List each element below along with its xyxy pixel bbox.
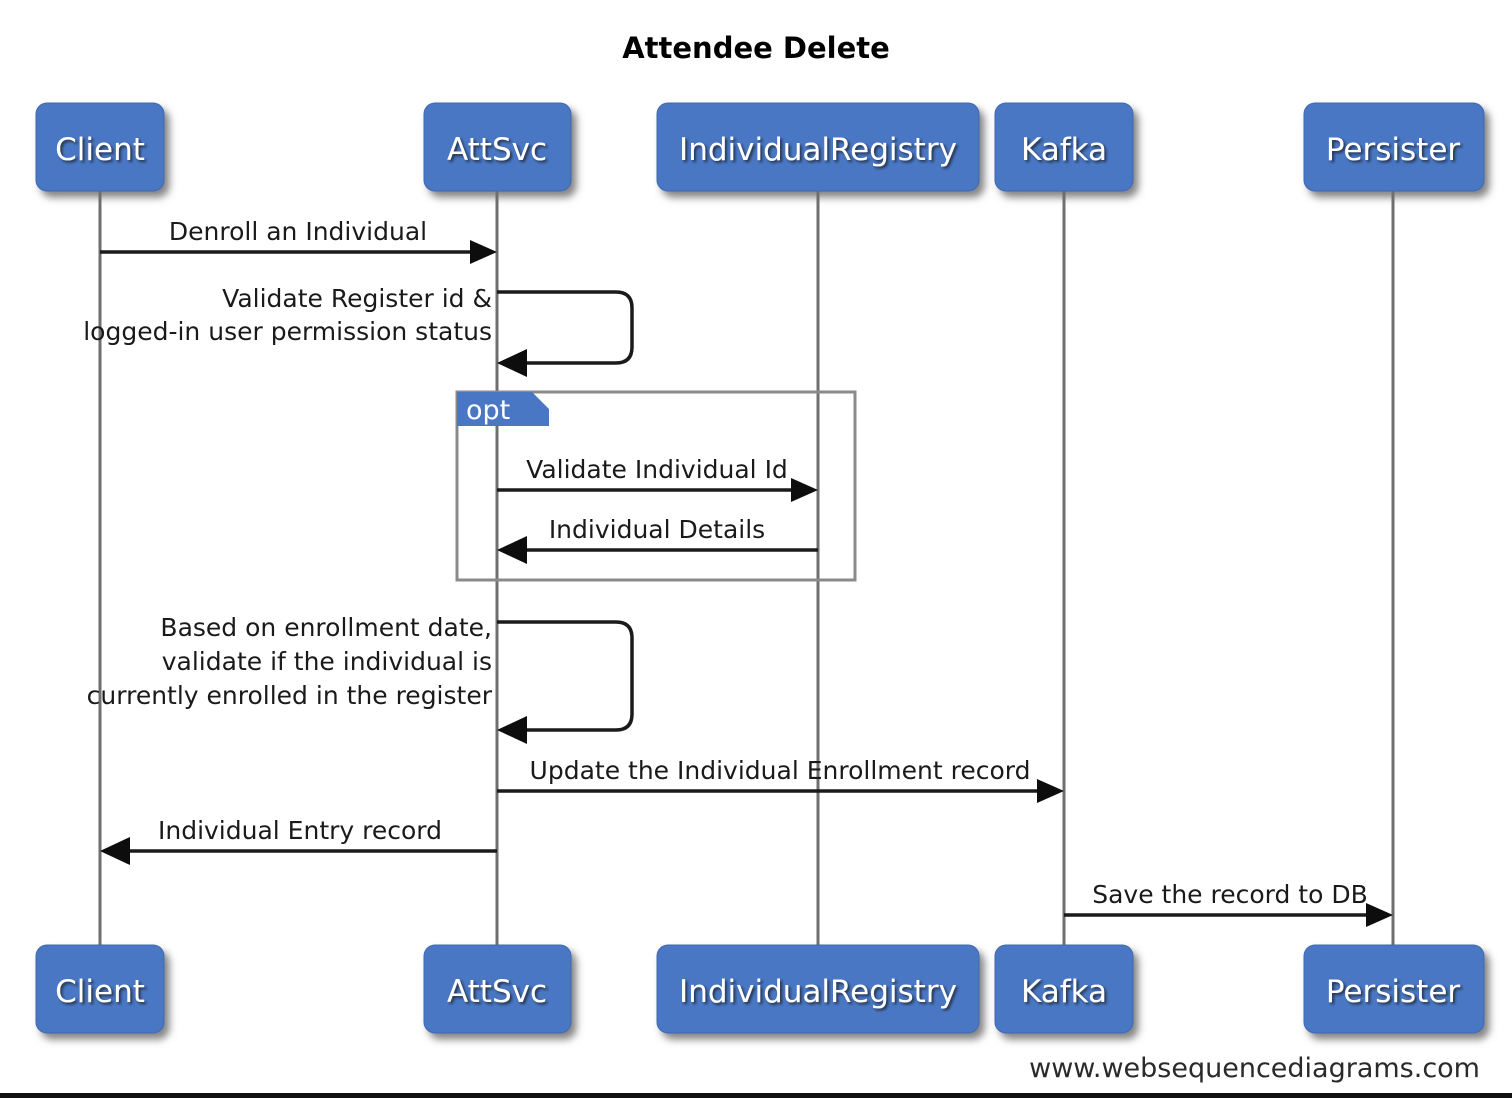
lifelines-group	[98, 191, 1395, 945]
message-label: Denroll an Individual	[169, 217, 427, 246]
participant-attsvc-bottom[interactable]: AttSvc	[423, 944, 572, 1034]
message-label-line-1: Based on enrollment date,	[160, 613, 492, 642]
page-title: Attendee Delete	[622, 31, 890, 65]
participant-persister-top[interactable]: Persister	[1303, 102, 1485, 192]
participant-label: Client	[55, 132, 145, 168]
participant-label: IndividualRegistry	[679, 974, 957, 1010]
arrowhead-left-icon	[100, 837, 130, 865]
self-message-loop	[497, 290, 634, 365]
participant-box[interactable]	[994, 944, 1134, 1034]
participant-label: Kafka	[1021, 974, 1107, 1010]
message-label: Individual Details	[549, 515, 765, 544]
participant-label: Kafka	[1021, 132, 1107, 168]
participant-box[interactable]	[1303, 944, 1485, 1034]
participant-box[interactable]	[656, 944, 980, 1034]
participant-individualregistry-top[interactable]: IndividualRegistry	[656, 102, 980, 192]
participant-box[interactable]	[656, 102, 980, 192]
participant-label: Persister	[1326, 974, 1461, 1010]
message-label-line-2: logged-in user permission status	[83, 317, 492, 346]
participants-bottom: Client AttSvc IndividualRegistry Kafka P…	[35, 944, 1485, 1034]
participant-label: AttSvc	[447, 132, 547, 168]
participant-label: AttSvc	[447, 974, 547, 1010]
arrowhead-left-icon	[497, 716, 527, 744]
message-label-line-3: currently enrolled in the register	[87, 681, 493, 710]
participant-label: Client	[55, 974, 145, 1010]
arrowhead-right-icon	[791, 478, 818, 502]
message-label-line-2: validate if the individual is	[162, 647, 492, 676]
participant-kafka-bottom[interactable]: Kafka	[994, 944, 1134, 1034]
participant-kafka-top[interactable]: Kafka	[994, 102, 1134, 192]
participant-box[interactable]	[423, 102, 572, 192]
participant-client-bottom[interactable]: Client	[35, 944, 165, 1034]
message-label: Individual Entry record	[158, 816, 442, 845]
message-save-the-record-to-db: Save the record to DB	[1064, 880, 1393, 927]
arrowhead-right-icon	[1037, 779, 1064, 803]
participant-box[interactable]	[1303, 102, 1485, 192]
participant-box[interactable]	[35, 102, 165, 192]
participants-top: Client AttSvc IndividualRegistry Kafka P…	[35, 102, 1485, 192]
message-label: Update the Individual Enrollment record	[530, 756, 1031, 785]
arrowhead-right-icon	[470, 240, 497, 264]
participant-attsvc-top[interactable]: AttSvc	[423, 102, 572, 192]
participant-label: Persister	[1326, 132, 1461, 168]
participant-box[interactable]	[35, 944, 165, 1034]
participant-box[interactable]	[423, 944, 572, 1034]
message-label: Save the record to DB	[1092, 880, 1368, 909]
message-validate-register-id: Validate Register id & logged-in user pe…	[83, 284, 634, 377]
message-individual-details: Individual Details	[497, 515, 818, 564]
message-based-on-enrollment-date: Based on enrollment date, validate if th…	[87, 613, 634, 744]
footer-watermark: www.websequencediagrams.com	[1029, 1053, 1480, 1084]
self-message-loop	[497, 620, 634, 732]
opt-fragment-border	[455, 390, 857, 582]
participant-individualregistry-bottom[interactable]: IndividualRegistry	[656, 944, 980, 1034]
arrowhead-left-icon	[497, 349, 527, 377]
message-denroll-an-individual: Denroll an Individual	[100, 217, 497, 264]
arrowhead-right-icon	[1366, 903, 1393, 927]
participant-label: IndividualRegistry	[679, 132, 957, 168]
message-validate-individual-id: Validate Individual Id	[497, 455, 818, 502]
message-label: Validate Individual Id	[526, 455, 788, 484]
arrowhead-left-icon	[497, 536, 527, 564]
participant-persister-bottom[interactable]: Persister	[1303, 944, 1485, 1034]
opt-fragment: opt	[455, 390, 857, 582]
participant-box[interactable]	[994, 102, 1134, 192]
message-individual-entry-record: Individual Entry record	[100, 816, 497, 865]
message-label-line-1: Validate Register id &	[222, 284, 492, 313]
opt-fragment-label: opt	[466, 395, 510, 426]
participant-client-top[interactable]: Client	[35, 102, 165, 192]
opt-fragment-tab	[457, 392, 549, 426]
message-update-individual-enrollment-record: Update the Individual Enrollment record	[497, 756, 1064, 803]
